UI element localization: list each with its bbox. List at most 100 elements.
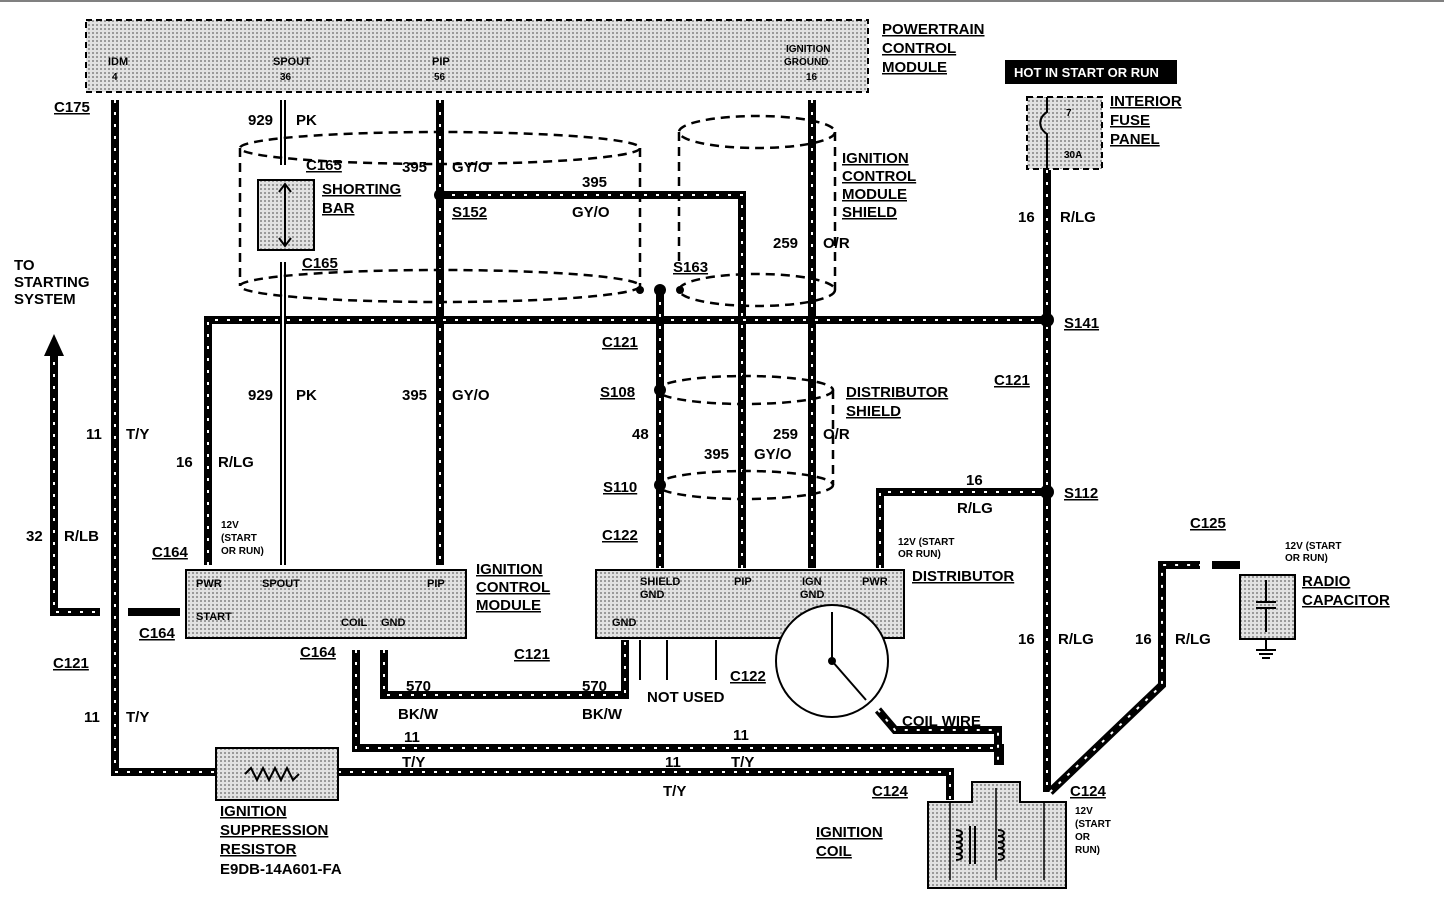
svg-text:395: 395 bbox=[582, 174, 607, 191]
svg-text:570: 570 bbox=[582, 678, 607, 695]
svg-text:R/LG: R/LG bbox=[1175, 631, 1211, 648]
svg-text:S112: S112 bbox=[1064, 485, 1098, 502]
svg-text:C165: C165 bbox=[306, 157, 342, 174]
svg-text:11: 11 bbox=[404, 729, 420, 746]
svg-text:C125: C125 bbox=[1190, 515, 1226, 532]
svg-text:BK/W: BK/W bbox=[398, 706, 439, 723]
svg-text:T/Y: T/Y bbox=[663, 783, 686, 800]
splice-s141 bbox=[1040, 313, 1054, 327]
svg-text:C124: C124 bbox=[1070, 783, 1107, 800]
svg-text:FUSE: FUSE bbox=[1110, 112, 1150, 129]
svg-text:395: 395 bbox=[402, 159, 427, 176]
icm-shield-cylinder bbox=[238, 114, 837, 308]
svg-text:(START: (START bbox=[1075, 819, 1111, 830]
svg-text:929: 929 bbox=[248, 387, 273, 404]
splice-s110 bbox=[654, 479, 666, 491]
wire-harness bbox=[50, 100, 1240, 800]
svg-text:12V: 12V bbox=[221, 520, 239, 531]
svg-text:C122: C122 bbox=[602, 527, 638, 544]
svg-text:7: 7 bbox=[1066, 108, 1072, 119]
svg-text:MODULE: MODULE bbox=[476, 597, 541, 614]
svg-text:11: 11 bbox=[86, 426, 102, 443]
svg-text:R/LB: R/LB bbox=[64, 528, 99, 545]
svg-text:C175: C175 bbox=[54, 99, 90, 116]
coil-wire-label: COIL WIRE bbox=[902, 713, 981, 730]
svg-text:HOT IN START OR RUN: HOT IN START OR RUN bbox=[1014, 65, 1159, 80]
svg-text:OR RUN): OR RUN) bbox=[898, 549, 941, 560]
ignition-suppression-resistor: IGNITION SUPPRESSION RESISTOR E9DB-14A60… bbox=[215, 747, 342, 878]
svg-text:T/Y: T/Y bbox=[126, 709, 149, 726]
svg-text:SHIELD: SHIELD bbox=[846, 403, 901, 420]
svg-text:R/LG: R/LG bbox=[218, 454, 254, 471]
distributor-shield-label: DISTRIBUTOR bbox=[846, 384, 948, 401]
svg-text:570: 570 bbox=[406, 678, 431, 695]
svg-text:11: 11 bbox=[84, 709, 100, 726]
ignition-control-module: PWR SPOUT PIP START COIL GND 12V (START … bbox=[185, 520, 550, 639]
svg-text:BK/W: BK/W bbox=[582, 706, 623, 723]
svg-text:16: 16 bbox=[1018, 209, 1035, 226]
svg-text:COIL: COIL bbox=[816, 843, 852, 860]
svg-text:GY/O: GY/O bbox=[452, 387, 490, 404]
svg-text:GROUND: GROUND bbox=[784, 57, 828, 68]
powertrain-control-module: IDM 4 SPOUT 36 PIP 56 IGNITION GROUND 16… bbox=[85, 19, 985, 93]
radio-capacitor: 12V (START OR RUN) RADIO CAPACITOR bbox=[1239, 541, 1390, 659]
splice-s108 bbox=[654, 384, 666, 396]
svg-text:S152: S152 bbox=[452, 204, 487, 221]
svg-text:395: 395 bbox=[402, 387, 427, 404]
svg-text:C121: C121 bbox=[602, 334, 638, 351]
svg-text:11: 11 bbox=[665, 754, 681, 771]
svg-text:DISTRIBUTOR: DISTRIBUTOR bbox=[912, 568, 1014, 585]
svg-text:CONTROL: CONTROL bbox=[842, 168, 916, 185]
svg-text:929: 929 bbox=[248, 112, 273, 129]
svg-text:TO: TO bbox=[14, 257, 35, 274]
svg-text:PIP: PIP bbox=[432, 56, 450, 68]
svg-text:48: 48 bbox=[632, 426, 649, 443]
svg-text:GND: GND bbox=[640, 589, 665, 601]
svg-text:SHORTING: SHORTING bbox=[322, 181, 401, 198]
svg-text:SPOUT: SPOUT bbox=[273, 56, 311, 68]
svg-text:O/R: O/R bbox=[823, 426, 850, 443]
svg-text:R/LG: R/LG bbox=[1060, 209, 1096, 226]
svg-text:S110: S110 bbox=[603, 479, 637, 496]
svg-text:PIP: PIP bbox=[734, 576, 752, 588]
interior-fuse-panel: HOT IN START OR RUN 7 30A INTERIOR FUSE … bbox=[1005, 60, 1182, 170]
svg-text:PWR: PWR bbox=[196, 578, 222, 590]
svg-text:PIP: PIP bbox=[427, 578, 445, 590]
svg-text:IGNITION: IGNITION bbox=[476, 561, 543, 578]
svg-text:SHIELD: SHIELD bbox=[842, 204, 897, 221]
svg-text:GND: GND bbox=[612, 617, 637, 629]
svg-text:SHIELD: SHIELD bbox=[640, 576, 680, 588]
svg-text:C121: C121 bbox=[514, 646, 550, 663]
svg-text:S163: S163 bbox=[673, 259, 708, 276]
splice-s152 bbox=[434, 189, 446, 201]
svg-text:259: 259 bbox=[773, 426, 798, 443]
svg-text:SUPPRESSION: SUPPRESSION bbox=[220, 822, 328, 839]
icm-shield-label: IGNITION bbox=[842, 150, 909, 167]
svg-text:CONTROL: CONTROL bbox=[476, 579, 550, 596]
distributor: SHIELD GND PIP IGN GND PWR GND 12V (STAR… bbox=[595, 537, 1014, 718]
svg-text:C121: C121 bbox=[53, 655, 89, 672]
svg-text:32: 32 bbox=[26, 528, 43, 545]
svg-text:GND: GND bbox=[381, 617, 406, 629]
svg-text:OR RUN): OR RUN) bbox=[221, 546, 264, 557]
svg-text:C164: C164 bbox=[152, 544, 189, 561]
svg-text:START: START bbox=[196, 611, 232, 623]
svg-text:S108: S108 bbox=[600, 384, 635, 401]
ground-icon bbox=[1256, 639, 1276, 659]
svg-text:T/Y: T/Y bbox=[126, 426, 149, 443]
svg-text:IGNITION: IGNITION bbox=[816, 824, 883, 841]
svg-text:OR RUN): OR RUN) bbox=[1285, 553, 1328, 564]
svg-text:OR: OR bbox=[1075, 832, 1091, 843]
connector-labels: C175 C165 C165 S152 S163 C121 S108 S110 … bbox=[53, 99, 1226, 800]
svg-text:PANEL: PANEL bbox=[1110, 131, 1160, 148]
svg-text:C165: C165 bbox=[302, 255, 338, 272]
svg-text:GY/O: GY/O bbox=[572, 204, 610, 221]
not-used-label: NOT USED bbox=[647, 689, 725, 706]
svg-text:BAR: BAR bbox=[322, 200, 355, 217]
svg-text:E9DB-14A601-FA: E9DB-14A601-FA bbox=[220, 861, 342, 878]
svg-text:16: 16 bbox=[806, 72, 818, 83]
svg-text:259: 259 bbox=[773, 235, 798, 252]
svg-text:SYSTEM: SYSTEM bbox=[14, 291, 76, 308]
svg-text:O/R: O/R bbox=[823, 235, 850, 252]
svg-text:R/LG: R/LG bbox=[957, 500, 993, 517]
